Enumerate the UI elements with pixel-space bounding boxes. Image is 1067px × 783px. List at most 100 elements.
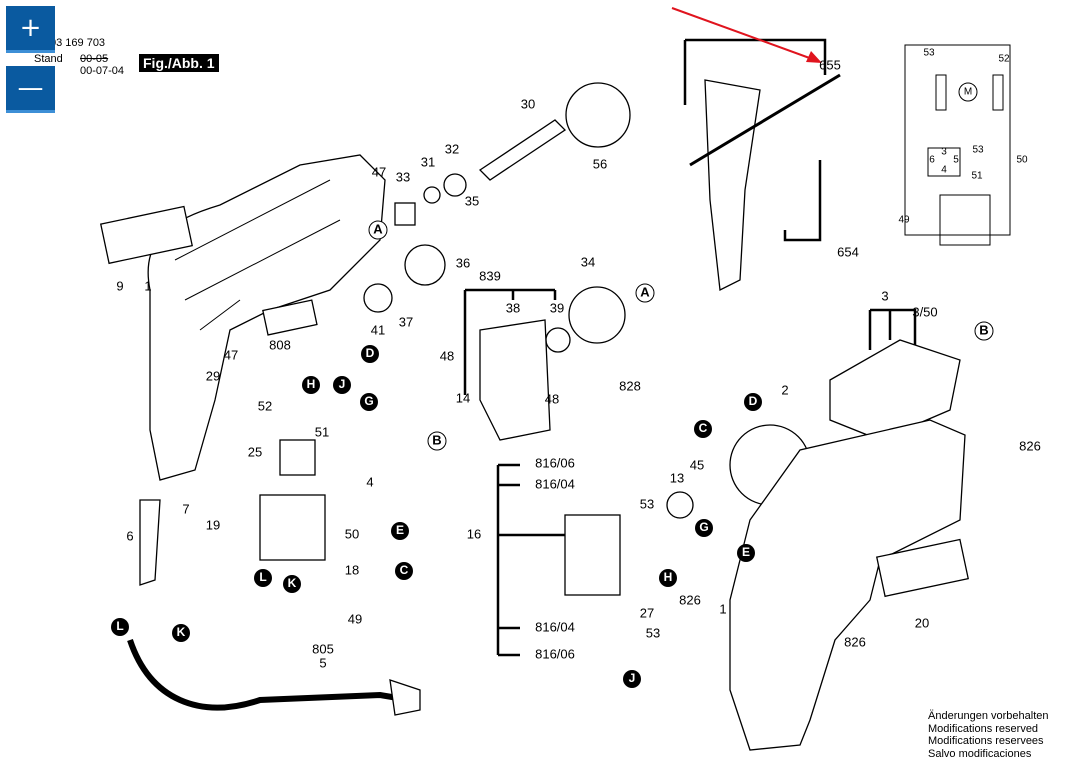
callout-letter: B xyxy=(432,432,441,447)
aux-handle-654 xyxy=(704,79,761,291)
circuit-label: M xyxy=(964,87,972,98)
callout-circle xyxy=(111,618,129,636)
part-label: 20 xyxy=(915,615,929,630)
label-plate-20 xyxy=(875,538,969,598)
callout-circle xyxy=(974,321,994,341)
callout-circle xyxy=(623,670,641,688)
circuit-label: 51 xyxy=(971,171,983,182)
part-label: 47 xyxy=(372,164,386,179)
callout-circle xyxy=(172,624,190,642)
callout-letter: D xyxy=(749,394,758,408)
part-label: 29 xyxy=(206,368,220,383)
callout-letter: K xyxy=(177,625,186,639)
part-label: 816/06 xyxy=(535,646,575,661)
part-label: 53 xyxy=(640,496,654,511)
part-label: 47 xyxy=(224,347,238,362)
callout-letter: C xyxy=(699,421,708,435)
callout-circle xyxy=(361,345,379,363)
part-label: 53 xyxy=(646,625,660,640)
part-label: 51 xyxy=(315,424,329,439)
highlight-arrow xyxy=(671,7,816,61)
callout-letter: H xyxy=(307,377,316,391)
callout-letter: L xyxy=(259,570,266,584)
part-label: 38 xyxy=(506,300,520,315)
part-label: 35 xyxy=(465,193,479,208)
group-bracket-654 xyxy=(683,38,827,242)
stand-label: Stand xyxy=(34,53,63,65)
part-label: 816/04 xyxy=(535,476,575,491)
part-label: 36 xyxy=(456,255,470,270)
part-label: 14 xyxy=(456,390,470,405)
part-label: 18 xyxy=(345,562,359,577)
part-label: 3/50 xyxy=(912,304,937,319)
part-label: 48 xyxy=(545,391,559,406)
part-label: 826 xyxy=(1019,438,1041,453)
switch-block-25 xyxy=(279,439,316,476)
part-label: 13 xyxy=(670,470,684,485)
part-label: 816/06 xyxy=(535,455,575,470)
plug xyxy=(389,679,421,716)
callout-letter: L xyxy=(116,619,123,633)
callout-letter: E xyxy=(396,523,404,537)
callout-letter: H xyxy=(664,570,673,584)
callout-letter: A xyxy=(640,284,650,299)
callout-letter: A xyxy=(373,221,383,236)
callout-circle xyxy=(368,220,388,240)
part-label: 45 xyxy=(690,457,704,472)
callout-letter: C xyxy=(400,563,409,577)
part-label: 39 xyxy=(550,300,564,315)
date: 00-07-04 xyxy=(80,65,125,77)
bearing-13 xyxy=(666,491,694,519)
part-label: 6 xyxy=(126,528,133,543)
callout-circle xyxy=(737,544,755,562)
callout-letter: J xyxy=(629,671,636,685)
callout-letter: G xyxy=(364,394,373,408)
callout-letter: J xyxy=(339,377,346,391)
group-bracket-816 xyxy=(496,463,565,657)
part-label: 30 xyxy=(521,96,535,111)
callout-letter: B xyxy=(979,322,988,337)
note-line: Änderungen vorbehalten xyxy=(928,710,1049,722)
callout-circle xyxy=(333,376,351,394)
part-label: 33 xyxy=(396,169,410,184)
part-label: 808 xyxy=(269,337,291,352)
part-label: 2 xyxy=(781,382,788,397)
circuit-label: 5 xyxy=(953,155,959,166)
callout-circle xyxy=(695,519,713,537)
group-bracket-3 xyxy=(868,308,917,350)
washer-41 xyxy=(363,283,393,313)
circuit-label: 6 xyxy=(929,155,935,166)
depth-rod-655 xyxy=(689,73,841,167)
part-label: 1 xyxy=(719,601,726,616)
part-label: 5 xyxy=(319,655,326,670)
callout-circle xyxy=(254,569,272,587)
part-label: 19 xyxy=(206,517,220,532)
nut-39 xyxy=(545,327,571,353)
callout-circle xyxy=(635,283,655,303)
part-label: 52 xyxy=(258,398,272,413)
label-plate-9 xyxy=(99,205,193,265)
note-line: Modifications reservees xyxy=(928,735,1044,747)
label-plate-808 xyxy=(262,299,318,336)
circuit-label: 50 xyxy=(1016,155,1028,166)
zoom-out-button[interactable]: — xyxy=(6,66,55,113)
part-label: 4 xyxy=(366,474,373,489)
part-label: 828 xyxy=(619,378,641,393)
modification-notes: Änderungen vorbehalten Modifications res… xyxy=(928,710,1048,760)
callout-circle xyxy=(302,376,320,394)
callout-circle xyxy=(395,562,413,580)
zoom-in-button[interactable]: + xyxy=(6,6,55,53)
part-label: 31 xyxy=(421,154,435,169)
circuit-label: 53 xyxy=(923,48,935,59)
sleeve-33 xyxy=(394,202,416,226)
part-label: 49 xyxy=(348,611,362,626)
spring-32 xyxy=(443,173,467,197)
circuit-label: 3 xyxy=(941,147,947,158)
callout-circle xyxy=(427,431,447,451)
callout-circle xyxy=(694,420,712,438)
callout-letter: E xyxy=(742,545,750,559)
part-label-highlighted: 655 xyxy=(819,57,841,72)
part-label: 826 xyxy=(844,634,866,649)
circuit-diagram xyxy=(904,44,1011,246)
part-label: 816/04 xyxy=(535,619,575,634)
